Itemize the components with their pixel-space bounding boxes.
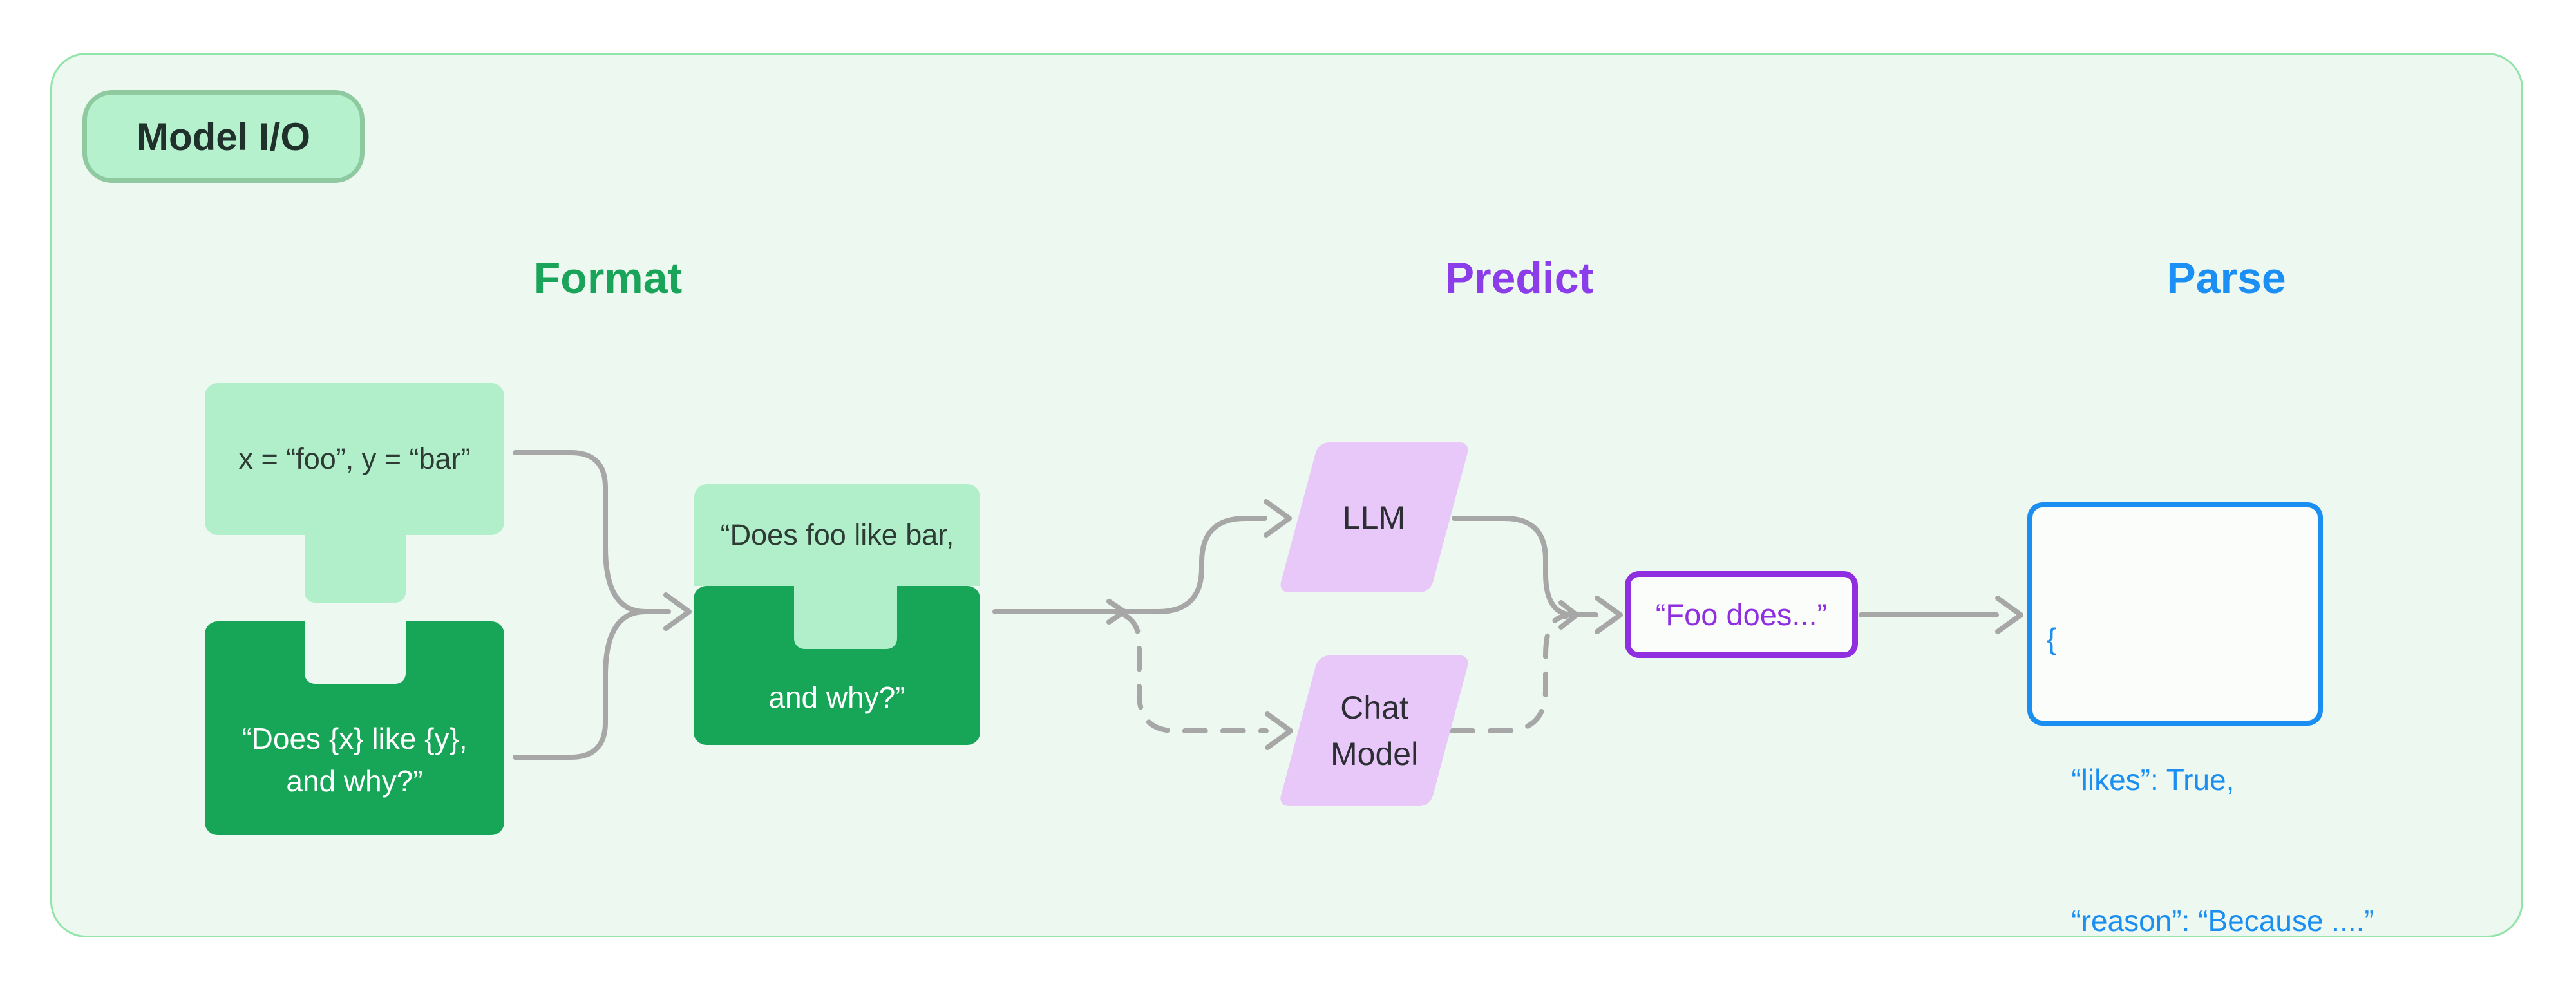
prompt-piece-top: “Does foo like bar,	[694, 484, 980, 586]
parsed-output-node: { “likes”: True, “reason”: “Because ....…	[2027, 502, 2374, 937]
model-io-badge-label: Model I/O	[137, 115, 310, 158]
edge-template-to-prompt	[513, 609, 648, 760]
parsed-output-line: “reason”: “Because ....”	[2047, 904, 2374, 937]
prompt-piece-line2-wrap: and why?”	[694, 649, 980, 745]
variables-piece-tab	[305, 533, 406, 603]
chat-model-line2: Model	[1330, 736, 1419, 772]
template-piece-notch	[305, 619, 406, 684]
arrowhead-into-completion	[1595, 596, 1623, 634]
edge-llm-to-completion	[1452, 516, 1598, 617]
merge-chevron	[1558, 600, 1579, 630]
completion-text: “Foo does...”	[1655, 598, 1828, 632]
parsed-output-code: { “likes”: True, “reason”: “Because ....…	[2047, 522, 2374, 989]
model-io-badge: Model I/O	[82, 90, 365, 183]
arrowhead-into-prompt	[663, 592, 692, 631]
variables-piece-body: x = “foo”, y = “bar”	[205, 383, 504, 535]
parsed-output-line: {	[2047, 622, 2057, 655]
prompt-piece-line1: “Does foo like bar,	[720, 518, 954, 551]
template-piece-line2: and why?”	[286, 764, 423, 798]
prompt-piece-tab	[794, 586, 897, 649]
template-piece-line1: “Does {x} like {y},	[242, 721, 468, 755]
edge-prompt-to-chat-model-dashed	[1122, 613, 1269, 733]
completion-node: “Foo does...”	[1625, 571, 1858, 658]
edge-variables-to-prompt	[513, 450, 671, 614]
prompt-piece-line2: and why?”	[768, 680, 905, 714]
stage-header-format: Format	[533, 254, 683, 303]
stage-header-predict: Predict	[1444, 254, 1594, 303]
template-piece-text: “Does {x} like {y}, and why?”	[205, 684, 504, 835]
edge-chat-model-to-completion-dashed	[1450, 614, 1569, 733]
arrowhead-into-parsed	[1995, 596, 2023, 634]
stage-header-parse: Parse	[2166, 254, 2286, 303]
edge-prompt-to-llm	[992, 516, 1267, 614]
llm-label: LLM	[1343, 499, 1406, 536]
parsed-output-line: “likes”: True,	[2047, 763, 2235, 796]
variables-piece-text: x = “foo”, y = “bar”	[238, 442, 471, 475]
chat-model-line1: Chat	[1340, 690, 1408, 726]
branch-chevron	[1106, 599, 1127, 625]
arrowhead-into-chat-model	[1265, 711, 1293, 750]
arrowhead-into-llm	[1264, 499, 1292, 538]
chat-model-label: Chat Model	[1331, 684, 1418, 777]
